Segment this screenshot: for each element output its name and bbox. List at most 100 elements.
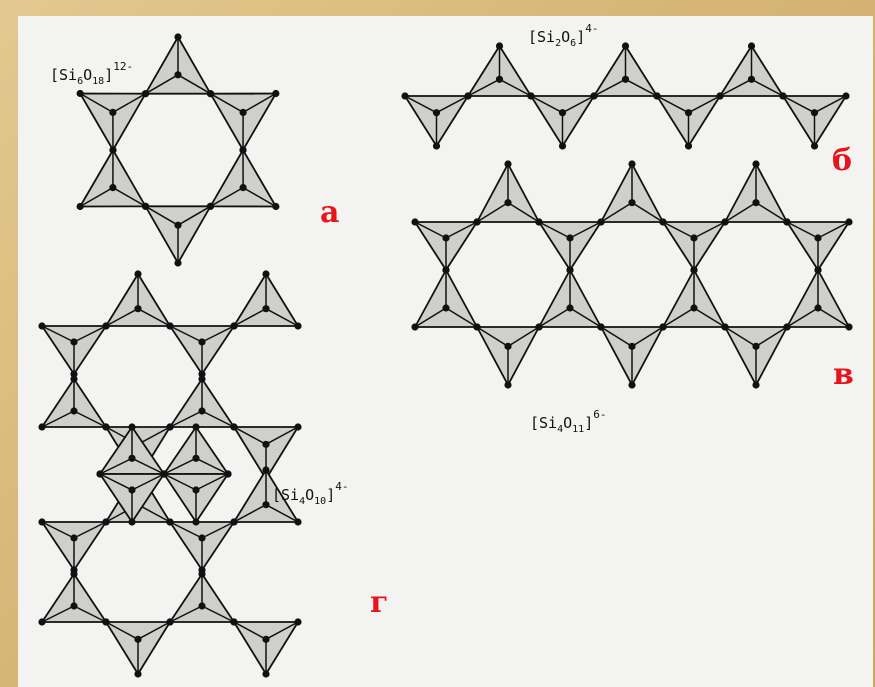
oxygen-atom [779,92,787,100]
tetrahedron [102,618,174,678]
oxygen-atom [198,375,206,383]
oxygen-atom [504,381,512,389]
oxygen-atom [160,470,168,478]
silicon-atom [192,454,200,462]
tetrahedron [206,89,280,154]
silicon-atom [690,304,698,312]
oxygen-atom [535,323,543,331]
oxygen-atom [70,570,78,578]
tetrahedron [166,375,238,431]
silicon-atom [752,342,760,350]
tetrahedron [166,322,238,378]
oxygen-atom [198,570,206,578]
silicon-atom [239,108,247,117]
silicon-atom [70,534,78,542]
tetrahedron [659,218,729,274]
oxygen-atom [590,92,598,100]
oxygen-atom [141,202,150,210]
silicon-atom [504,199,512,207]
tetrahedron [230,270,302,330]
silicon-atom [684,109,693,117]
tetrahedron [783,218,853,274]
oxygen-atom [495,42,504,50]
tetrahedron [401,92,472,150]
oxygen-atom [566,266,574,274]
oxygen-atom [128,518,136,526]
silicon-atom [198,602,206,610]
silicon-atom [128,486,136,494]
tetrahedron [38,375,110,431]
oxygen-atom [432,142,441,150]
oxygen-atom [38,423,46,431]
tetrahedron [659,266,729,331]
oxygen-atom [102,322,110,330]
oxygen-atom [192,423,200,431]
oxygen-atom [134,670,142,678]
oxygen-atom [659,323,667,331]
tetrahedron [716,42,787,100]
silicon-atom [442,304,450,312]
tetrahedron [779,92,850,150]
silicon-atom [747,75,756,83]
oxygen-atom [411,218,419,226]
silicon-atom [442,234,450,242]
silicon-atom [70,407,78,415]
tetrahedron [206,146,280,211]
label-v: в [833,357,854,392]
oxygen-atom [166,618,174,626]
tetrahedron [38,322,110,378]
oxygen-atom [473,218,481,226]
tetrahedron [473,323,543,389]
oxygen-atom [558,142,567,150]
tetrahedron [527,92,598,150]
oxygen-atom [38,618,46,626]
tetrahedron [597,323,667,389]
silicon-atom [128,454,136,462]
tetrahedron [411,266,481,331]
silicon-atom [262,635,270,643]
silicon-atom [752,199,760,207]
oxygen-atom [527,92,535,100]
oxygen-atom [621,42,630,50]
oxygen-atom [76,89,84,98]
oxygen-atom [230,423,238,431]
tetrahedron [102,270,174,330]
silicon-atom [262,440,270,448]
oxygen-atom [684,142,693,150]
silicon-atom [628,199,636,207]
tetrahedron [160,470,232,526]
silicon-atom [495,75,504,83]
oxygen-atom [166,423,174,431]
silicon-atom [504,342,512,350]
tetrahedron [38,570,110,626]
oxygen-atom [814,266,822,274]
oxygen-atom [628,381,636,389]
tetrahedron [230,466,302,526]
oxygen-atom [262,466,270,474]
tetrahedron [141,33,215,98]
oxygen-atom [294,423,302,431]
double-chain-structure-v [411,160,853,389]
silicon-atom [109,183,117,192]
formula-b: [Si2O6]4- [528,22,598,49]
silicon-atom [814,304,822,312]
tetrahedron [653,92,724,150]
tetrahedron [535,266,605,331]
silicon-atom [198,338,206,346]
tetrahedron [590,42,661,100]
oxygen-atom [294,618,302,626]
oxygen-atom [401,92,409,100]
oxygen-atom [294,518,302,526]
tetrahedron [783,266,853,331]
silicon-atom [558,109,567,117]
silicon-atom [432,109,441,117]
oxygen-atom [690,266,698,274]
oxygen-atom [721,218,729,226]
oxygen-atom [442,266,450,274]
oxygen-atom [230,618,238,626]
tetrahedron [721,323,791,389]
oxygen-atom [70,375,78,383]
oxygen-atom [716,92,724,100]
oxygen-atom [653,92,661,100]
